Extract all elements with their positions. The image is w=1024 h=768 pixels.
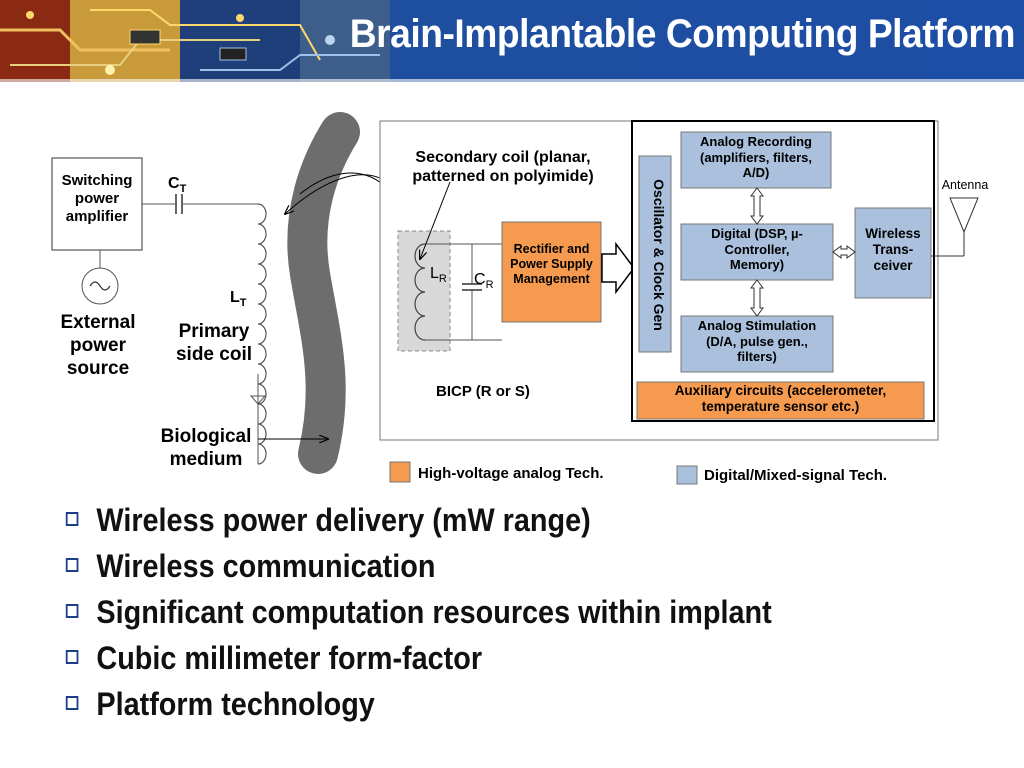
checkbox-bullet-icon — [65, 696, 79, 710]
biological-medium-band — [287, 112, 360, 474]
bicp-label: BICP (R or S) — [436, 383, 530, 400]
checkbox-bullet-icon — [65, 650, 79, 664]
power-arrow — [601, 241, 635, 295]
oscillator-label: Oscillator & Clock Gen — [651, 179, 667, 331]
digital-box — [680, 223, 834, 281]
bullet-list: Wireless power delivery (mW range) Wirel… — [64, 498, 1004, 728]
slide-title: Brain-Implantable Computing Platform — [349, 12, 1016, 56]
legend-high-voltage: High-voltage analog Tech. — [418, 465, 604, 482]
analog-stimulation-label: Analog Stimulation (D/A, pulse gen., fil… — [697, 318, 817, 365]
ct-label: CT — [168, 175, 187, 196]
external-source-label: External power source — [60, 312, 136, 379]
analog-recording-label: Analog Recording (amplifiers, filters, A… — [700, 134, 812, 181]
legend-swatch-orange — [389, 461, 411, 483]
auxiliary-box — [636, 381, 925, 420]
checkbox-bullet-icon — [65, 604, 79, 618]
checkbox-bullet-icon — [65, 558, 79, 572]
primary-coil-label: Primary side coil — [175, 321, 253, 365]
checkbox-bullet-icon — [65, 512, 79, 526]
system-diagram: Switching power amplifier CT LT External… — [0, 84, 1024, 500]
bullet-item: Wireless power delivery (mW range) — [64, 498, 910, 544]
slide-header: Brain-Implantable Computing Platform — [0, 0, 1024, 82]
rectifier-label: Rectifier and Power Supply Management — [510, 242, 593, 286]
legend-swatch-blue — [676, 465, 698, 485]
bidirectional-arrows — [750, 187, 856, 317]
analog-recording-box — [680, 131, 832, 189]
circuit-board-image — [0, 0, 390, 82]
biological-medium-label: Biological medium — [160, 426, 252, 470]
secondary-coil-label: Secondary coil (planar, patterned on pol… — [412, 149, 594, 186]
bullet-item: Significant computation resources within… — [64, 590, 910, 636]
cr-label: CR — [474, 271, 494, 292]
lr-label: LR — [430, 265, 447, 286]
oscillator-box — [638, 155, 672, 353]
ground-icon — [249, 395, 267, 405]
auxiliary-label: Auxiliary circuits (accelerometer, tempe… — [674, 383, 887, 415]
bullet-item: Platform technology — [64, 682, 910, 728]
wireless-label: Wireless Trans- ceiver — [865, 226, 921, 274]
primary-coil-icon — [257, 203, 267, 465]
legend-digital-mixed: Digital/Mixed-signal Tech. — [704, 467, 888, 484]
lt-label: LT — [230, 289, 247, 310]
diagram-graphics — [51, 112, 979, 485]
header-banner — [0, 0, 1024, 82]
bullet-item: Wireless communication — [64, 544, 910, 590]
rectifier-box — [501, 221, 602, 323]
bullet-item: Cubic millimeter form-factor — [64, 636, 910, 682]
switching-amp-label: Switching power amplifier — [61, 172, 133, 225]
wireless-box — [854, 207, 932, 299]
switching-amp-box — [51, 157, 143, 251]
antenna-icon — [931, 197, 979, 257]
antenna-label: Antenna — [941, 178, 989, 192]
digital-label: Digital (DSP, µ- Controller, Memory) — [711, 226, 803, 273]
